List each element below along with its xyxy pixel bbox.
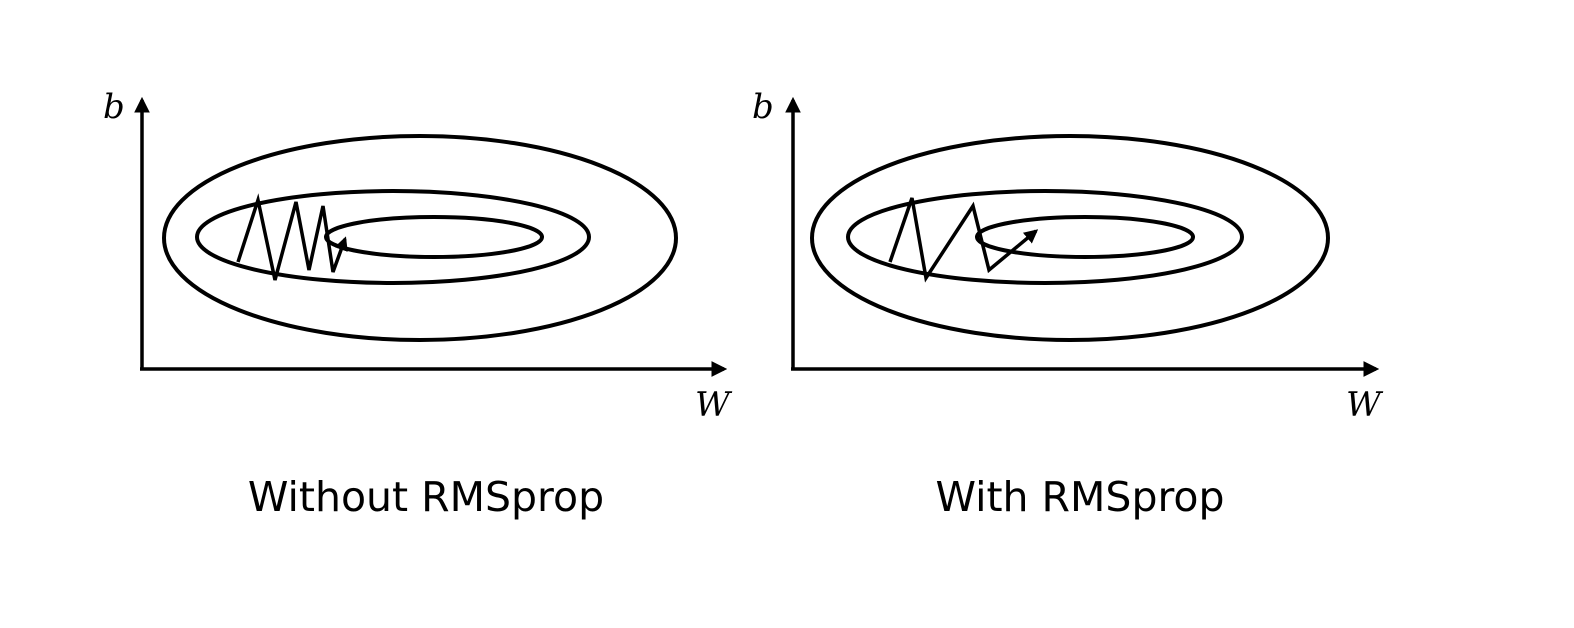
x-axis-label: W: [695, 385, 733, 425]
x-axis-label: W: [1346, 385, 1384, 425]
contour-lines: [810, 134, 1330, 342]
contour-middle: [846, 189, 1244, 285]
panel-with-rmsprop: b W With RMSprop: [752, 87, 1384, 521]
contour-inner: [975, 215, 1195, 259]
contour-lines: [162, 134, 678, 342]
y-axis-label: b: [752, 87, 774, 127]
panel-caption: With RMSprop: [935, 473, 1224, 521]
contour-outer: [810, 134, 1330, 342]
panel-caption: Without RMSprop: [248, 473, 604, 521]
contour-inner: [324, 215, 544, 259]
y-axis-label: b: [103, 87, 125, 127]
panel-without-rmsprop: b W Without RMSprop: [103, 87, 733, 521]
axes: b W: [752, 87, 1384, 425]
smooth-descent-path: [888, 197, 1039, 283]
contour-outer: [162, 134, 678, 342]
contour-middle: [195, 189, 591, 285]
oscillating-descent-path: [236, 193, 348, 281]
axes: b W: [103, 87, 733, 425]
